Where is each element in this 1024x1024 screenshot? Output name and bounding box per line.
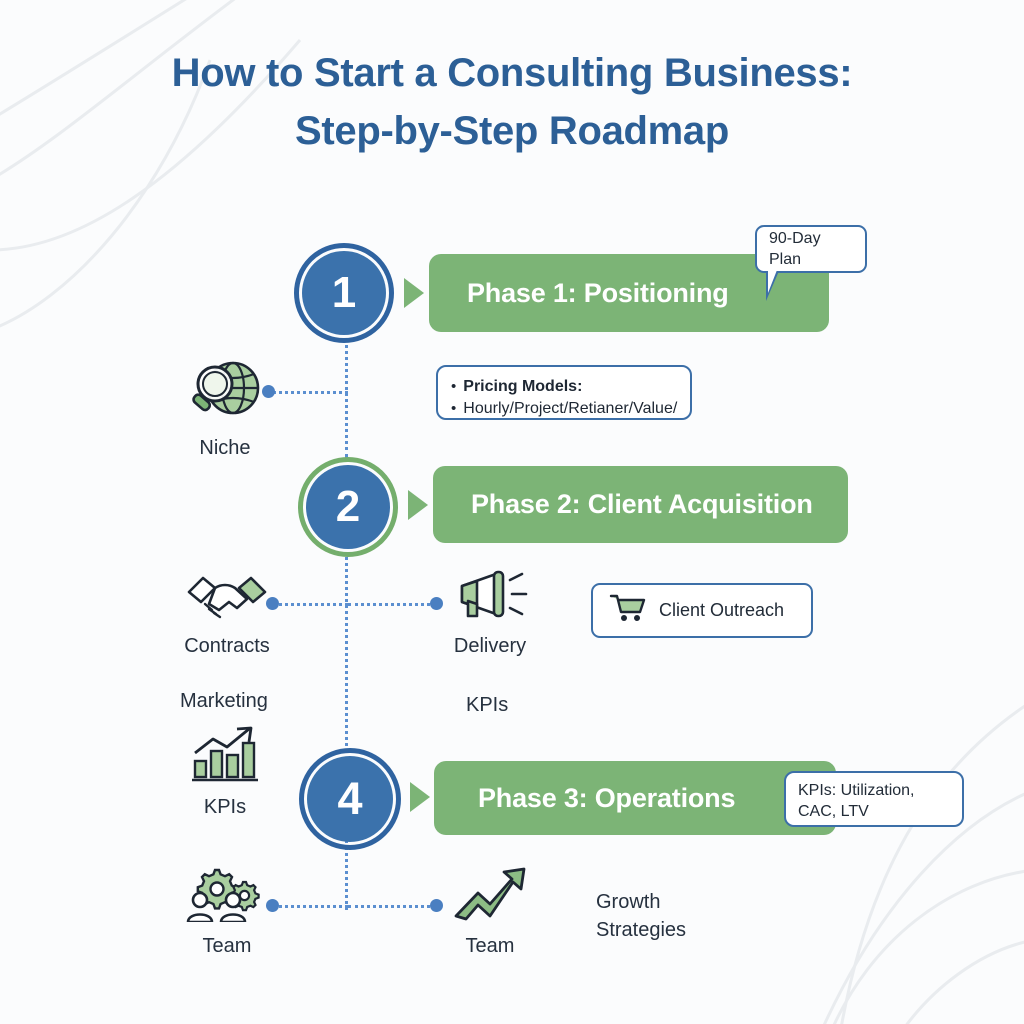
- phase-2-label: Phase 2: Client Acquisition: [471, 489, 813, 519]
- delivery-megaphone-icon: [450, 570, 530, 627]
- title-line-2: Step-by-Step Roadmap: [294, 109, 730, 153]
- icon-cell-team-right[interactable]: Team: [440, 866, 540, 958]
- connector-spine-3: [345, 840, 348, 910]
- icon-caption-delivery: Delivery: [453, 635, 527, 657]
- phase-2-number: 2: [335, 482, 361, 531]
- team-gears-people-icon: [186, 866, 268, 927]
- client-outreach-cart-icon: [609, 593, 647, 628]
- phase-2-ring: [298, 457, 398, 557]
- phase-1-label: Phase 1: Positioning: [467, 277, 729, 308]
- connector-team-right: [348, 905, 436, 908]
- callout-client-outreach-text: Client Outreach: [659, 600, 785, 620]
- icon-caption-contracts: Contracts: [184, 635, 270, 657]
- node-dot-delivery: [430, 597, 443, 610]
- callout-90-day-plan-text: 90-Day Plan: [769, 230, 821, 268]
- contracts-handshake-icon: [185, 570, 269, 627]
- phase-2-arrow-icon: [408, 490, 428, 520]
- phase-1-number: 1: [331, 268, 357, 317]
- phase-1-bar[interactable]: Phase 1: Positioning: [429, 254, 829, 332]
- phase-3-arrow-icon: [410, 782, 430, 812]
- page-title: How to Start a Consulting Business: Step…: [0, 44, 1024, 160]
- title-line-1: How to Start a Consulting Business:: [171, 51, 853, 95]
- node-dot-team-left: [266, 899, 279, 912]
- icon-cell-team-left[interactable]: Team: [177, 866, 277, 958]
- callout-client-outreach[interactable]: Client Outreach: [591, 583, 813, 638]
- label-marketing: Marketing: [180, 690, 268, 712]
- phase-1-arrow-icon: [404, 278, 424, 308]
- connector-team-left: [272, 905, 348, 908]
- callout-90-day-plan-tail-fill: [768, 270, 777, 293]
- connector-spine-2: [345, 552, 348, 752]
- pricing-bullet-text-1: Pricing Models:: [463, 378, 583, 395]
- phase-1-ring: [294, 243, 394, 343]
- icon-cell-kpis[interactable]: KPIs: [177, 725, 273, 819]
- callout-kpi-metrics-line-1: KPIs: Utilization,: [798, 782, 915, 799]
- node-dot-contracts: [266, 597, 279, 610]
- bullet-icon-1: •: [451, 378, 457, 395]
- label-growth-strategies: Growth Strategies: [596, 888, 686, 944]
- callout-kpi-metrics[interactable]: KPIs: Utilization, CAC, LTV: [784, 771, 964, 827]
- icon-cell-niche[interactable]: Niche: [175, 358, 275, 460]
- connector-contracts: [272, 603, 348, 606]
- phase-2-circle[interactable]: 2: [306, 465, 390, 549]
- icon-caption-team-right: Team: [465, 935, 515, 957]
- kpis-bar-chart-icon: [189, 725, 261, 788]
- connector-delivery: [348, 603, 436, 606]
- pricing-bullet-row-1: • Pricing Models:: [451, 376, 677, 398]
- icon-caption-kpis: KPIs: [203, 796, 247, 818]
- bullet-icon-2: •: [451, 400, 457, 417]
- pricing-bullet-text-2: Hourly/Project/Retianer/Value/: [463, 400, 678, 417]
- phase-3-ring: [299, 748, 401, 850]
- label-kpis-stray: KPIs: [466, 694, 509, 716]
- label-growth-line-1: Growth: [596, 891, 661, 913]
- label-growth-line-2: Strategies: [596, 919, 687, 941]
- icon-caption-team-left: Team: [202, 935, 252, 957]
- team-growth-arrow-icon: [452, 866, 528, 927]
- icon-caption-niche: Niche: [199, 437, 251, 459]
- callout-90-day-plan[interactable]: 90-Day Plan: [755, 225, 867, 273]
- connector-spine-1: [345, 338, 348, 458]
- niche-globe-search-icon: [187, 358, 263, 429]
- node-dot-niche: [262, 385, 275, 398]
- node-dot-team-right: [430, 899, 443, 912]
- icon-cell-contracts[interactable]: Contracts: [177, 570, 277, 658]
- phase-3-circle[interactable]: 4: [307, 756, 393, 842]
- phase-3-bar[interactable]: Phase 3: Operations: [434, 761, 836, 835]
- connector-niche: [268, 391, 348, 394]
- icon-cell-delivery[interactable]: Delivery: [440, 570, 540, 658]
- phase-3-label: Phase 3: Operations: [478, 782, 736, 813]
- pricing-models-box[interactable]: • Pricing Models: • Hourly/Project/Retia…: [436, 365, 692, 420]
- callout-kpi-metrics-line-2: CAC, LTV: [798, 803, 869, 820]
- pricing-bullet-row-2: • Hourly/Project/Retianer/Value/: [451, 398, 677, 420]
- phase-2-bar[interactable]: Phase 2: Client Acquisition: [433, 466, 848, 543]
- phase-1-circle[interactable]: 1: [302, 251, 386, 335]
- phase-3-number: 4: [337, 773, 363, 824]
